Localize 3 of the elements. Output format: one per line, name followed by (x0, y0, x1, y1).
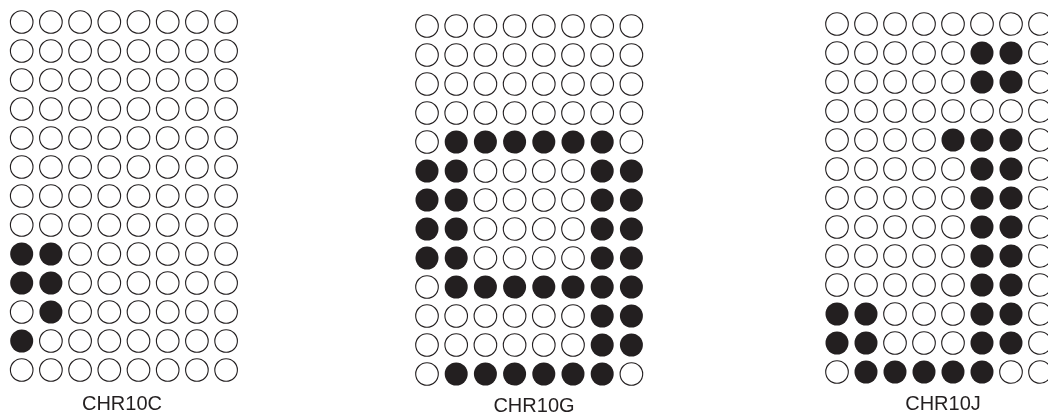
character-label: CHR10G (493, 395, 575, 415)
character-label: CHR10J (905, 393, 981, 413)
character-label: CHR10C (82, 393, 162, 413)
